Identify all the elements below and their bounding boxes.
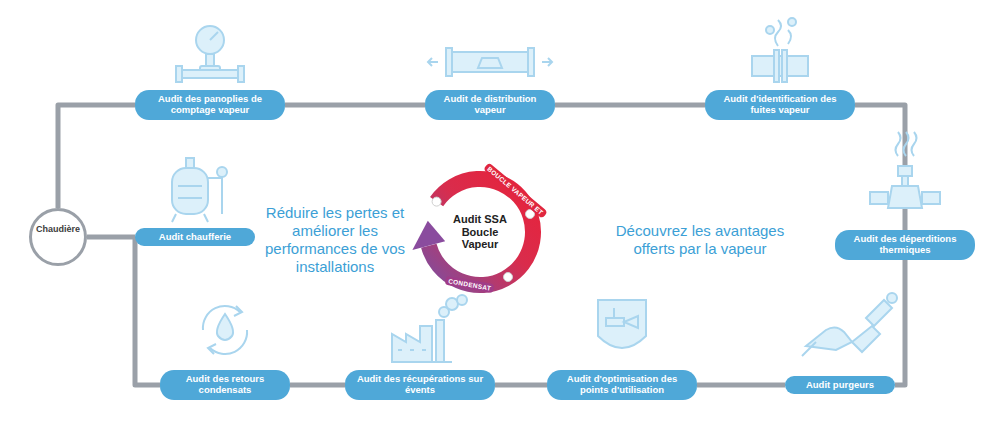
trap-hand-icon-part (802, 342, 816, 356)
distribution-icon-part (542, 58, 552, 66)
distribution-icon-part (450, 52, 530, 72)
boiler-room-icon (172, 158, 227, 222)
recycle-drop-icon-part (217, 314, 233, 340)
boiler-room-icon-part (217, 167, 227, 177)
node-text: Audit des déperditions thermiques (845, 234, 965, 256)
steam-valve-icon (870, 132, 940, 208)
gauge-icon-part (238, 66, 244, 82)
ring-text: BOUCLE VAPEUR ET (483, 162, 548, 218)
leak-icon-part (788, 30, 791, 44)
audit-pill: Audit d'identification des fuites vapeur (705, 90, 855, 120)
boiler-room-icon-part (178, 186, 202, 198)
loop-connector (495, 383, 547, 388)
loop-connector (87, 234, 135, 239)
node-text: Audit d'identification des fuites vapeur (715, 94, 845, 116)
audit-pill: Audit d'optimisation des points d'utilis… (547, 370, 697, 400)
centre-title: Audit SSA Boucle Vapeur (444, 213, 516, 251)
gauge-icon (176, 26, 244, 82)
audit-pill: Audit des panoplies de comptage vapeur (135, 90, 285, 120)
steam-valve-icon-part (898, 166, 912, 176)
distribution-icon (428, 48, 552, 76)
tagline-text: Réduire les pertes et améliorer les perf… (255, 204, 415, 276)
use-point-icon-part (598, 300, 646, 348)
gauge-icon-part (206, 54, 214, 66)
node-text: Audit chaufferie (145, 232, 245, 243)
boiler-circle: Chaudière (29, 208, 87, 266)
loop-connector (290, 383, 345, 388)
boiler-room-icon-part (208, 178, 222, 214)
leak-icon-part (774, 50, 779, 82)
gauge-icon-part (196, 26, 224, 54)
steam-valve-icon-part (912, 132, 917, 156)
loop-connector (697, 382, 785, 387)
leak-icon-part (775, 20, 781, 46)
use-point-icon-part (613, 308, 615, 318)
leak-icon-part (766, 26, 774, 34)
steam-valve-icon-part (922, 192, 940, 204)
steam-valve-icon-part (870, 192, 888, 204)
trap-hand-icon-part (806, 327, 852, 350)
use-point-icon-part (606, 318, 624, 326)
recycle-drop-icon-part (234, 306, 242, 316)
trap-hand-icon-part (887, 293, 897, 303)
loop-connector (895, 260, 905, 385)
tagline-text: Découvrez les avantages offerts par la v… (615, 222, 785, 258)
gauge-icon-part (180, 70, 240, 78)
steam-valve-icon-part (902, 176, 908, 186)
node-text: Chaudière (36, 224, 80, 234)
loop-connector (285, 103, 425, 108)
audit-pill: Audit des déperditions thermiques (835, 230, 975, 260)
gauge-icon-part (210, 32, 218, 40)
audit-pill: Audit des récupérations sur évents (345, 370, 495, 400)
trap-hand-icon-part (866, 300, 892, 326)
leak-icon (752, 18, 808, 82)
distribution-icon-part (528, 48, 534, 76)
boiler-room-icon-part (172, 214, 208, 222)
recycle-drop-icon (203, 306, 247, 354)
factory-icon-part (398, 349, 426, 351)
use-point-icon-part (624, 316, 638, 328)
audit-pill: Audit des retours condensats (160, 370, 290, 400)
node-text: Audit de distribution vapeur (435, 94, 545, 116)
node-text: Audit des récupérations sur évents (355, 374, 485, 396)
distribution-icon-part (478, 58, 502, 68)
audit-pill: Audit purgeurs (785, 376, 895, 395)
factory-icon-part (392, 361, 452, 363)
leak-icon-part (782, 50, 787, 82)
steam-valve-icon-part (896, 132, 901, 156)
gauge-icon-part (176, 66, 182, 82)
node-text: Audit d'optimisation des points d'utilis… (557, 374, 687, 396)
node-text: Audit des retours condensats (170, 374, 280, 396)
cycle-ring-part (504, 273, 513, 282)
trap-hand-icon (802, 293, 897, 356)
factory-icon-part (392, 326, 432, 362)
factory-icon-part (457, 295, 467, 305)
cycle-ring-part (432, 197, 441, 206)
audit-pill: Audit chaufferie (135, 228, 255, 247)
steam-valve-icon-part (888, 186, 922, 208)
node-text: Audit purgeurs (795, 380, 885, 391)
node-text: Audit SSA Boucle Vapeur (444, 213, 516, 251)
distribution-icon-part (428, 58, 438, 66)
use-point-icon (598, 300, 646, 348)
loop-connector (58, 105, 135, 208)
boiler-room-icon-part (172, 168, 208, 214)
distribution-icon-part (446, 48, 452, 76)
cycle-ring-part (412, 221, 445, 250)
factory-icon-part (436, 320, 444, 362)
loop-connector (135, 237, 160, 385)
audit-pill: Audit de distribution vapeur (425, 90, 555, 120)
leak-icon-part (788, 18, 796, 26)
loop-connector (555, 103, 705, 108)
boiler-room-icon-part (186, 158, 194, 168)
steam-valve-icon-part (904, 132, 909, 156)
factory-icon (392, 295, 467, 362)
node-text: Audit des panoplies de comptage vapeur (145, 94, 275, 116)
recycle-drop-icon-part (208, 344, 216, 354)
trap-hand-icon-part (852, 326, 880, 352)
